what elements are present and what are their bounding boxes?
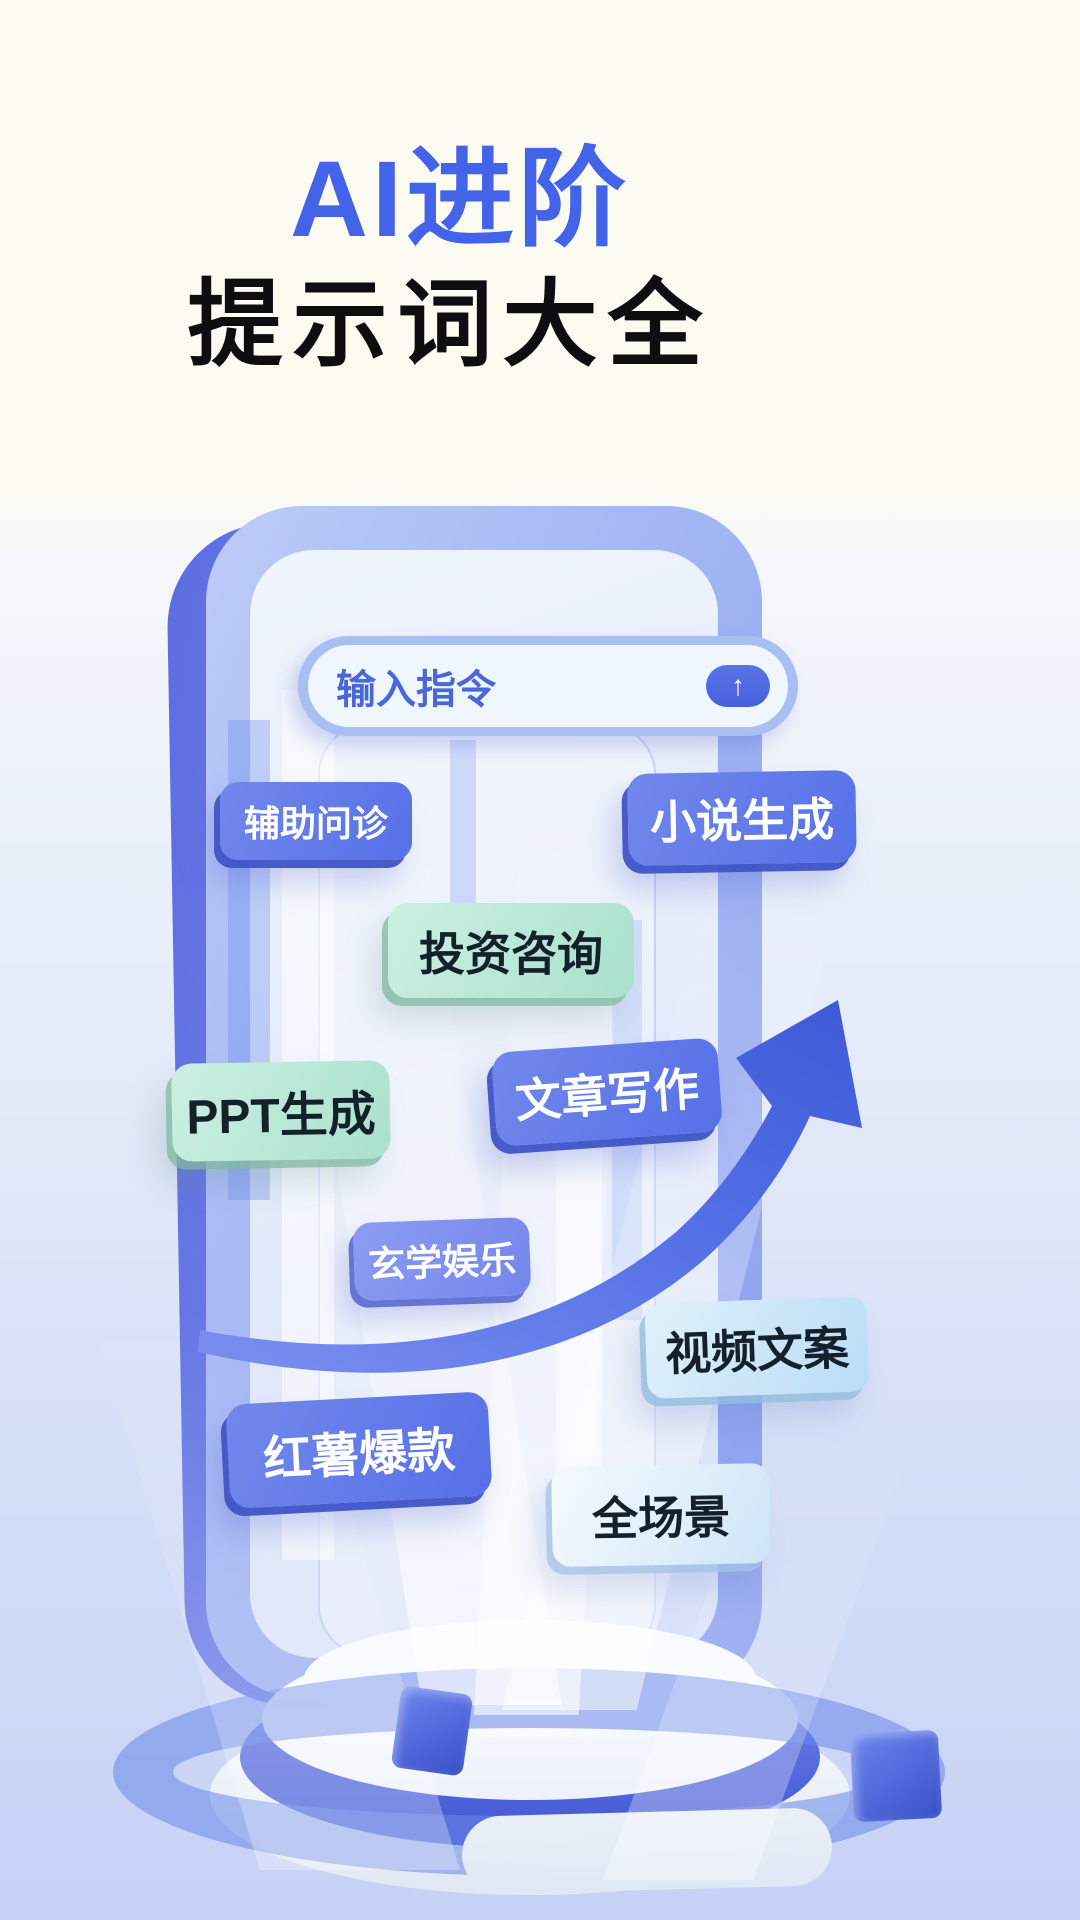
chip-hongshu-baokuan[interactable]: 红薯爆款: [225, 1391, 493, 1509]
chip-wenzhang-xiezuo[interactable]: 文章写作: [490, 1037, 724, 1147]
pedestal-ring-endcap-left: [390, 1685, 474, 1777]
chip-quanchangjing[interactable]: 全场景: [551, 1463, 771, 1567]
up-arrow-icon: ↑: [731, 670, 745, 701]
chip-xiaoshuo-shengcheng[interactable]: 小说生成: [627, 770, 857, 866]
search-bar[interactable]: 输入指令 ↑: [298, 636, 798, 736]
chip-touzi-zixun[interactable]: 投资咨询: [388, 903, 634, 998]
pedestal-ring-endcap-right: [849, 1729, 943, 1823]
search-submit-button[interactable]: ↑: [706, 665, 770, 707]
poster-subtitle: 提示词大全: [187, 272, 713, 378]
chip-xuanxue-yule[interactable]: 玄学娱乐: [352, 1216, 532, 1302]
chip-ppt-shengcheng[interactable]: PPT生成: [171, 1060, 391, 1162]
pedestal-ring-gap: [461, 1807, 833, 1895]
poster-title: AI进阶: [289, 138, 630, 259]
search-bar-field[interactable]: 输入指令 ↑: [308, 645, 788, 727]
chip-fuzhu-wenzhen[interactable]: 辅助问诊: [220, 782, 412, 860]
search-input[interactable]: 输入指令: [336, 668, 496, 712]
chip-shipin-wenan[interactable]: 视频文案: [644, 1296, 870, 1399]
